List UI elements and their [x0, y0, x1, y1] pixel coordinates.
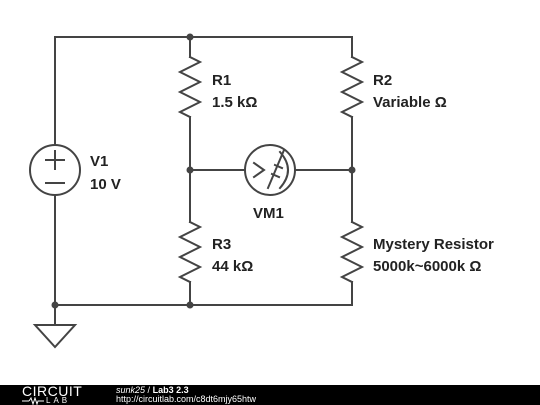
ground-icon	[32, 324, 78, 349]
resistor-icon[interactable]	[339, 220, 365, 284]
circuit-url[interactable]: http://circuitlab.com/c8dt6mjy65htw	[116, 394, 257, 404]
meta-separator: /	[147, 385, 151, 395]
footer-bar: CIRCUIT LAB sunk25 / Lab3 2.3 http://cir…	[0, 383, 540, 405]
resistor-icon[interactable]	[177, 220, 203, 284]
r3-value: 44 kΩ	[212, 258, 253, 275]
logo-text-top: CIRCUIT	[22, 383, 83, 399]
vm1-name: VM1	[253, 205, 284, 222]
junction-dot	[186, 166, 194, 174]
voltage-source-icon[interactable]	[29, 144, 81, 196]
circuitlab-logo-icon[interactable]: CIRCUIT LAB	[22, 383, 92, 405]
junction-dot	[348, 166, 356, 174]
r1-name: R1	[212, 72, 231, 89]
mystery-resistor-value: 5000k~6000k Ω	[373, 258, 481, 275]
logo-text-bottom: LAB	[46, 396, 71, 405]
v1-value: 10 V	[90, 176, 121, 193]
junction-dot	[186, 33, 194, 41]
circuit-title[interactable]: Lab3 2.3	[152, 385, 189, 395]
author-link[interactable]: sunk25	[116, 385, 146, 395]
r1-value: 1.5 kΩ	[212, 94, 257, 111]
junction-dot	[51, 301, 59, 309]
r2-name: R2	[373, 72, 392, 89]
circuit-schematic: V1 10 V R1 1.5 kΩ R2 Variable Ω VM1 R3 4…	[29, 33, 494, 349]
resistor-icon[interactable]	[339, 55, 365, 119]
circuit-meta: sunk25 / Lab3 2.3	[116, 386, 189, 395]
r2-value: Variable Ω	[373, 94, 447, 111]
voltmeter-icon[interactable]	[244, 144, 296, 196]
junction-dot	[186, 301, 194, 309]
resistor-icon[interactable]	[177, 55, 203, 119]
v1-name: V1	[90, 153, 108, 170]
r3-name: R3	[212, 236, 231, 253]
mystery-resistor-name: Mystery Resistor	[373, 236, 494, 253]
logo-diode-mark	[22, 397, 44, 405]
